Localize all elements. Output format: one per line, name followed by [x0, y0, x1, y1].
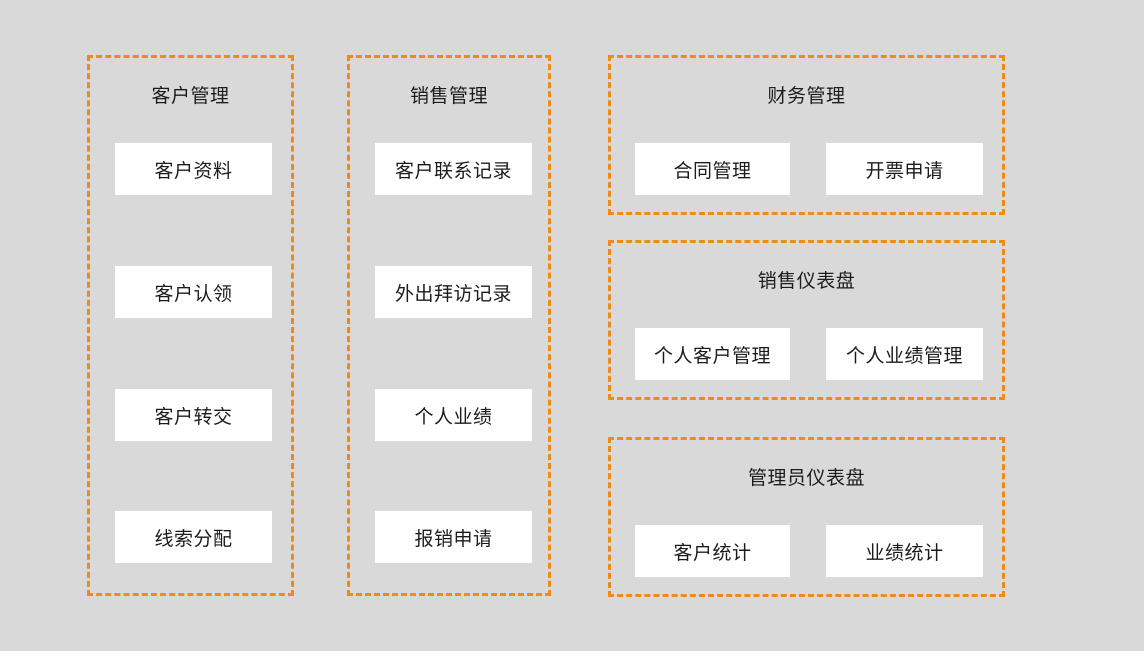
node-sales-management-0[interactable]: 客户联系记录 — [375, 143, 532, 195]
node-finance-management-0[interactable]: 合同管理 — [635, 143, 790, 195]
node-admin-dashboard-1[interactable]: 业绩统计 — [826, 525, 983, 577]
node-sales-management-1[interactable]: 外出拜访记录 — [375, 266, 532, 318]
group-title-finance-management: 财务管理 — [767, 86, 846, 107]
group-title-customer-management: 客户管理 — [151, 86, 230, 107]
node-sales-management-3[interactable]: 报销申请 — [375, 511, 532, 563]
node-customer-management-1[interactable]: 客户认领 — [115, 266, 272, 318]
node-customer-management-2[interactable]: 客户转交 — [115, 389, 272, 441]
group-title-admin-dashboard: 管理员仪表盘 — [747, 468, 865, 489]
group-sales-dashboard: 销售仪表盘个人客户管理个人业绩管理 — [608, 240, 1005, 400]
node-customer-management-3[interactable]: 线索分配 — [115, 511, 272, 563]
node-sales-management-2[interactable]: 个人业绩 — [375, 389, 532, 441]
group-title-sales-management: 销售管理 — [409, 86, 488, 107]
group-admin-dashboard: 管理员仪表盘客户统计业绩统计 — [608, 437, 1005, 597]
node-admin-dashboard-0[interactable]: 客户统计 — [635, 525, 790, 577]
node-customer-management-0[interactable]: 客户资料 — [115, 143, 272, 195]
group-title-sales-dashboard: 销售仪表盘 — [757, 271, 856, 292]
group-sales-management: 销售管理客户联系记录外出拜访记录个人业绩报销申请 — [347, 55, 551, 596]
node-sales-dashboard-1[interactable]: 个人业绩管理 — [826, 328, 983, 380]
node-finance-management-1[interactable]: 开票申请 — [826, 143, 983, 195]
group-finance-management: 财务管理合同管理开票申请 — [608, 55, 1005, 215]
group-customer-management: 客户管理客户资料客户认领客户转交线索分配 — [87, 55, 294, 596]
node-sales-dashboard-0[interactable]: 个人客户管理 — [635, 328, 790, 380]
